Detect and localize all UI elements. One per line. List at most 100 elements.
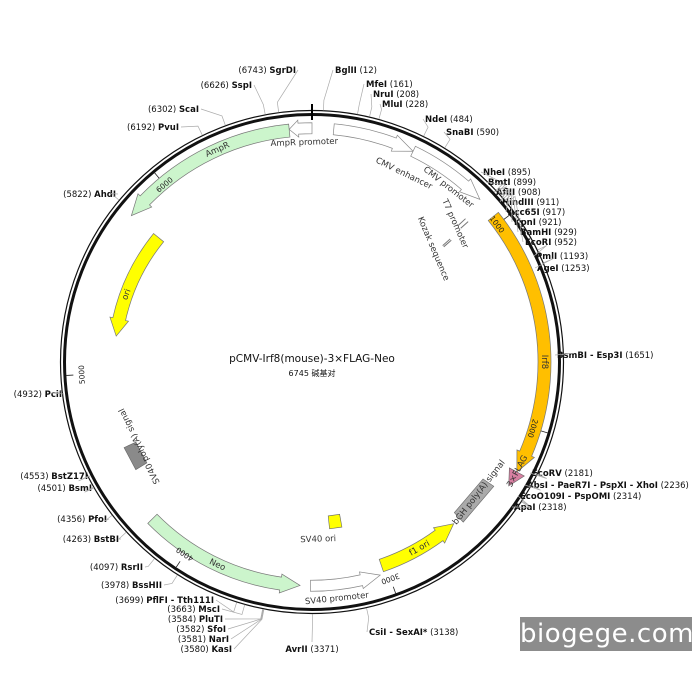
site-leader-line — [504, 192, 519, 233]
site-label: AgeI (1253) — [537, 264, 590, 274]
site-label: HindIII (911) — [502, 198, 559, 208]
site-leader-line — [233, 609, 265, 650]
site-leader-line — [51, 391, 65, 395]
site-sgrdi: (6743) SgrDI — [238, 66, 299, 113]
site-leader-line — [554, 352, 574, 356]
site-leader-line — [103, 515, 113, 522]
site-label: (6626) SspI — [201, 81, 252, 91]
site-bsmi: (4501) BsmI — [37, 484, 95, 494]
tick-mark — [503, 214, 510, 220]
feature-sv40-promoter — [310, 571, 382, 592]
site-avrii: AvrII (3371) — [285, 613, 339, 655]
site-leader-line — [84, 486, 95, 493]
site-label: MluI (228) — [382, 100, 428, 110]
site-leader-line — [499, 188, 509, 203]
site-leader-line — [503, 191, 513, 223]
site-label: (4356) PfoI — [57, 515, 107, 525]
site-label: (5822) AhdI — [63, 190, 116, 200]
site-label: (3582) SfoI — [176, 625, 226, 635]
feature-bgh-poly-a-signal — [453, 478, 495, 523]
site-label: (4263) BstBI — [63, 535, 119, 545]
site-leader-line — [507, 195, 524, 243]
site-msci: (3663) MscI — [167, 604, 245, 615]
site-rsrii: (4097) RsrII — [90, 558, 155, 573]
site-leader-line — [230, 609, 264, 640]
site-leader-line — [253, 84, 266, 115]
site-leader-line — [529, 472, 547, 479]
site-ecorv: EcoRV (2181) — [529, 469, 593, 479]
site-label: SnaBI (590) — [446, 128, 499, 138]
site-ecoo109i-pspomi: EcoO109I - PspOMI (2314) — [517, 492, 641, 507]
site-agei: AgeI (1253) — [534, 258, 590, 274]
site-label: NruI (208) — [373, 90, 419, 100]
site-nari: (3581) NarI — [178, 609, 264, 645]
site-label: NdeI (484) — [425, 115, 473, 125]
restriction-sites-layer: BglII (12) (6743) SgrDI(6626) SspI MfeI (1… — [14, 66, 689, 655]
site-leader-line — [443, 131, 451, 149]
tick-mark — [175, 561, 181, 568]
site-acc65i: Acc65I (917) — [501, 189, 565, 218]
site-label: BamHI (929) — [520, 228, 577, 238]
site-ndei: NdeI (484) — [422, 115, 473, 137]
site-leader-line — [200, 108, 226, 126]
site-bsmbi-esp3i: BsmBI - Esp3I (1651) — [554, 351, 653, 361]
site-leader-line — [221, 604, 245, 615]
feature-neo — [147, 513, 301, 594]
site-label: CsiI - SexAI* (3138) — [369, 628, 458, 638]
site-label: MfeI (161) — [366, 80, 413, 90]
feature-ampr-promoter — [288, 119, 313, 138]
site-leader-line — [511, 501, 532, 508]
site-bglii: BglII (12) — [323, 66, 377, 111]
feature-sv40-ori — [327, 513, 343, 530]
site-kasi: (3580) KasI — [180, 609, 265, 655]
site-mlui: MluI (228) — [378, 100, 428, 120]
feature-kozak-sequence — [442, 238, 452, 248]
site-label: (4097) RsrII — [90, 563, 143, 573]
tick-mark — [392, 586, 397, 594]
site-leader-line — [501, 189, 511, 213]
site-label: (3580) KasI — [180, 645, 232, 655]
feature-label: AmpR promoter — [270, 137, 338, 149]
site-label: (3584) PluTI — [168, 615, 223, 625]
site-leader-line — [366, 607, 370, 633]
site-leader-line — [323, 69, 334, 111]
site-label: EcoO109I - PspOMI (2314) — [520, 492, 641, 502]
feature-sv40-poly-a-signal — [123, 441, 148, 471]
tick-mark — [154, 172, 160, 179]
site-label: (3699) PflFI - Tth111I — [115, 596, 214, 606]
tick-label: 5000 — [77, 365, 87, 385]
site-label: Acc65I (917) — [508, 208, 565, 218]
site-leader-line — [110, 193, 120, 201]
feature-label: Kozak sequence — [415, 215, 451, 282]
feature-cmv-enhancer — [332, 123, 414, 152]
site-label: EcoRV (2181) — [532, 469, 593, 479]
site-label: BmtI (899) — [488, 178, 536, 188]
feature-cmv-promoter — [410, 145, 481, 200]
site-hindiii: HindIII (911) — [499, 188, 559, 208]
site-label: (6192) PvuI — [127, 123, 179, 133]
site-kpni: KpnI (921) — [503, 191, 561, 228]
plasmid-name: pCMV-Irf8(mouse)-3×FLAG-Neo — [229, 353, 395, 365]
site-leader-line — [517, 495, 531, 507]
site-pmli: PmlI (1193) — [533, 245, 588, 262]
site-mfei: MfeI (161) — [357, 80, 413, 115]
feature-label: SV40 poly(A) signal — [117, 406, 162, 485]
site-csii-sexai-: CsiI - SexAI* (3138) — [366, 607, 458, 638]
plasmid-size: 6745 碱基对 — [289, 368, 336, 378]
site-leader-line — [78, 475, 91, 482]
site-sspi: (6626) SspI — [201, 81, 266, 115]
site-ahdi: (5822) AhdI — [63, 190, 120, 201]
site-leader-line — [480, 171, 505, 191]
site-snabi: SnaBI (590) — [443, 128, 499, 149]
site-ecori: EcoRI (952) — [507, 195, 577, 248]
site-leader-line — [533, 245, 547, 257]
site-bstz17i: (4553) BstZ17I — [20, 472, 91, 482]
site-bamhi: BamHI (929) — [504, 192, 577, 238]
site-pvui: (6192) PvuI — [127, 123, 203, 136]
site-label: KpnI (921) — [514, 218, 561, 228]
watermark-logo: biogege.com — [520, 617, 694, 651]
feature-3xflag — [508, 467, 525, 487]
site-label: ApaI (2318) — [514, 503, 567, 513]
